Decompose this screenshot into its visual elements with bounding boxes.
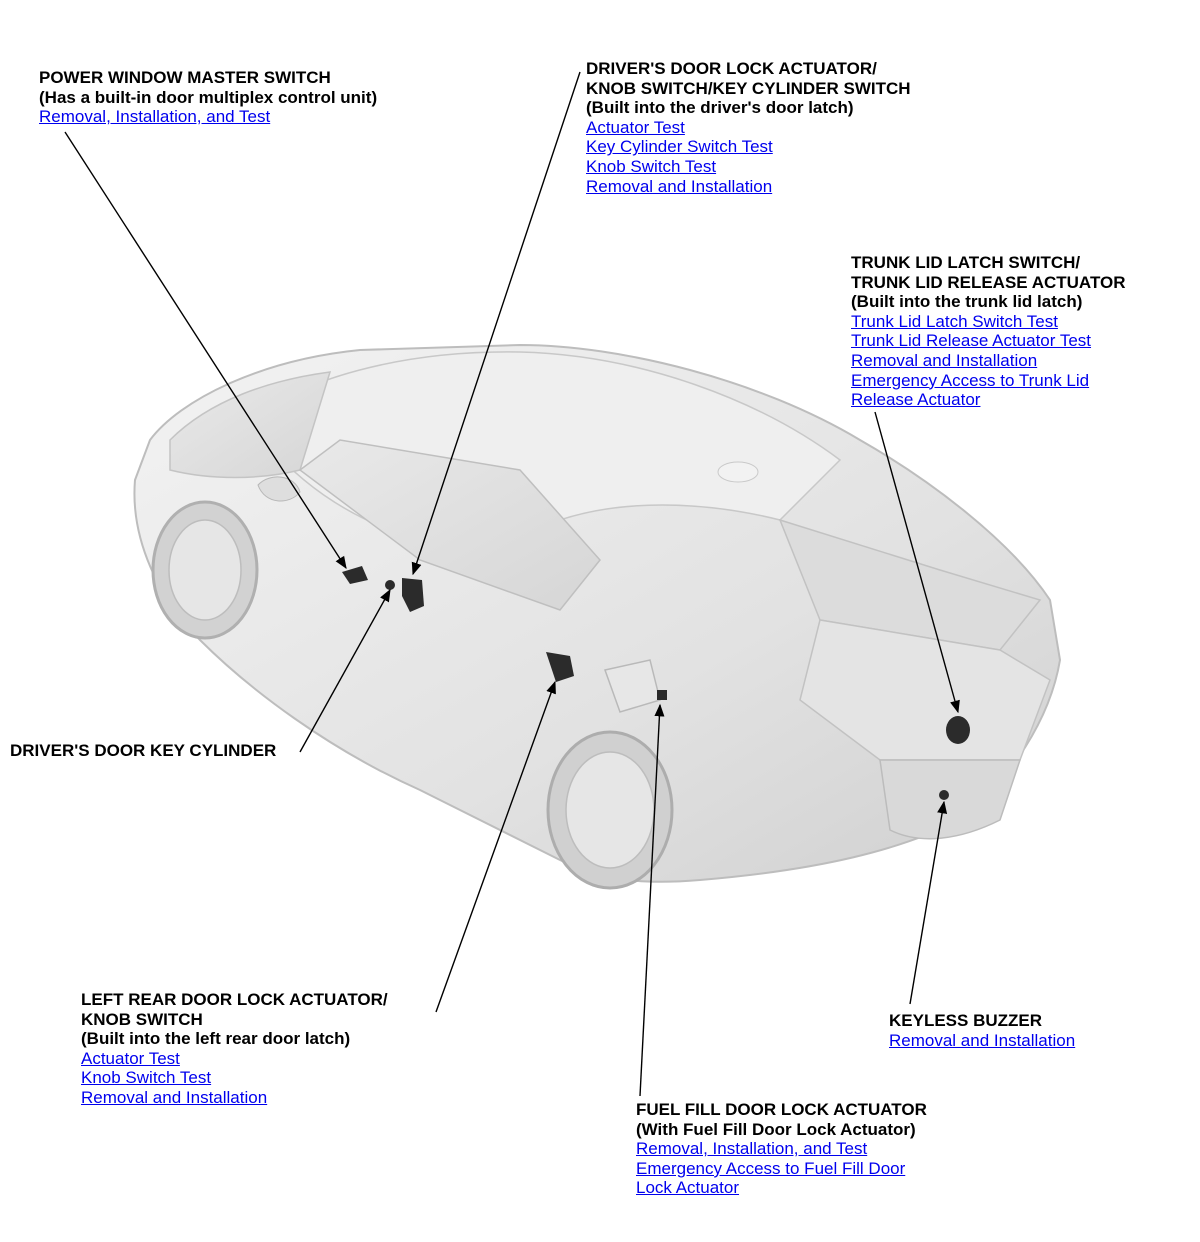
leader-keyless-buzzer [909, 800, 948, 1005]
link-knob-switch-test[interactable]: Knob Switch Test [586, 156, 717, 176]
callout-trunk-lid: TRUNK LID LATCH SWITCH/ TRUNK LID RELEAS… [851, 253, 1126, 410]
power-window-switch-component [342, 566, 368, 584]
callout-title-line: DRIVER'S DOOR KEY CYLINDER [10, 741, 277, 760]
trunk-latch-component [946, 716, 970, 744]
front-wheel-rim [168, 519, 242, 621]
link-buzzer-removal-installation[interactable]: Removal and Installation [889, 1030, 1076, 1050]
link-trunk-lid-latch-switch-test[interactable]: Trunk Lid Latch Switch Test [851, 311, 1058, 331]
callout-title-line: TRUNK LID RELEASE ACTUATOR [851, 272, 1126, 292]
link-emergency-access-fuel-cont[interactable]: Lock Actuator [636, 1178, 740, 1198]
link-rear-knob-switch-test[interactable]: Knob Switch Test [81, 1068, 212, 1088]
rear-window [778, 518, 1042, 651]
link-actuator-test[interactable]: Actuator Test [586, 117, 685, 137]
callout-title-line: (Built into the left rear door latch) [81, 1029, 351, 1049]
callout-title-line: POWER WINDOW MASTER SWITCH [39, 68, 331, 87]
leader-trunk-lid [874, 411, 960, 714]
leader-left-rear-door [435, 680, 556, 1013]
keyless-buzzer-component [939, 790, 949, 800]
callout-title-line: (With Fuel Fill Door Lock Actuator) [636, 1119, 916, 1139]
key-cylinder-component [385, 580, 395, 590]
leader-power-window [64, 131, 347, 570]
callout-title-line: TRUNK LID LATCH SWITCH/ [851, 253, 1081, 272]
link-power-window-removal-installation-test[interactable]: Removal, Installation, and Test [39, 107, 271, 127]
car-illustration [133, 343, 1062, 890]
fuel-door-actuator-component [657, 690, 667, 700]
rear-wheel-rim [565, 751, 655, 869]
shark-fin-antenna [717, 461, 759, 483]
callout-title-line: KEYLESS BUZZER [889, 1011, 1043, 1030]
link-emergency-access-fuel[interactable]: Emergency Access to Fuel Fill Door [636, 1158, 906, 1178]
leader-driver-door-lock [411, 71, 581, 576]
windshield [169, 371, 332, 479]
link-rear-actuator-test[interactable]: Actuator Test [81, 1048, 180, 1068]
link-removal-installation[interactable]: Removal and Installation [586, 176, 773, 196]
callout-title-line: KNOB SWITCH/KEY CYLINDER SWITCH [586, 78, 911, 98]
link-emergency-access-trunk[interactable]: Emergency Access to Trunk Lid [851, 370, 1090, 390]
callout-title-line: (Has a built-in door multiplex control u… [39, 87, 378, 107]
callout-keyless-buzzer: KEYLESS BUZZER Removal and Installation [889, 1011, 1075, 1050]
callout-title-line: FUEL FILL DOOR LOCK ACTUATOR [636, 1100, 927, 1119]
side-mirror [257, 476, 301, 502]
link-rear-removal-installation[interactable]: Removal and Installation [81, 1087, 268, 1107]
link-emergency-access-trunk-cont[interactable]: Release Actuator [851, 390, 981, 410]
callout-driver-door-lock: DRIVER'S DOOR LOCK ACTUATOR/ KNOB SWITCH… [586, 59, 911, 196]
driver-door-latch-component [402, 578, 424, 612]
rear-door-latch-component [546, 652, 574, 682]
callout-title-line: LEFT REAR DOOR LOCK ACTUATOR/ [81, 990, 388, 1009]
callout-title-line: DRIVER'S DOOR LOCK ACTUATOR/ [586, 59, 877, 78]
link-key-cylinder-switch-test[interactable]: Key Cylinder Switch Test [586, 137, 773, 157]
callout-title-line: (Built into the driver's door latch) [586, 98, 854, 118]
leader-lines [64, 71, 960, 1097]
leader-fuel-fill [639, 703, 665, 1097]
callout-title-line: (Built into the trunk lid latch) [851, 292, 1083, 312]
callout-left-rear-door: LEFT REAR DOOR LOCK ACTUATOR/ KNOB SWITC… [81, 990, 388, 1108]
callout-fuel-fill: FUEL FILL DOOR LOCK ACTUATOR (With Fuel … [636, 1100, 927, 1198]
callout-title-line: KNOB SWITCH [81, 1009, 203, 1029]
components [342, 566, 970, 800]
link-trunk-lid-release-actuator-test[interactable]: Trunk Lid Release Actuator Test [851, 331, 1092, 351]
leader-key-cylinder [299, 588, 391, 753]
rear-bumper [879, 759, 1022, 840]
link-trunk-removal-installation[interactable]: Removal and Installation [851, 350, 1038, 370]
side-windows [298, 439, 601, 611]
callout-power-window: POWER WINDOW MASTER SWITCH (Has a built-… [39, 68, 377, 127]
link-fuel-removal-installation-test[interactable]: Removal, Installation, and Test [636, 1139, 868, 1159]
callout-key-cylinder: DRIVER'S DOOR KEY CYLINDER [10, 741, 276, 761]
